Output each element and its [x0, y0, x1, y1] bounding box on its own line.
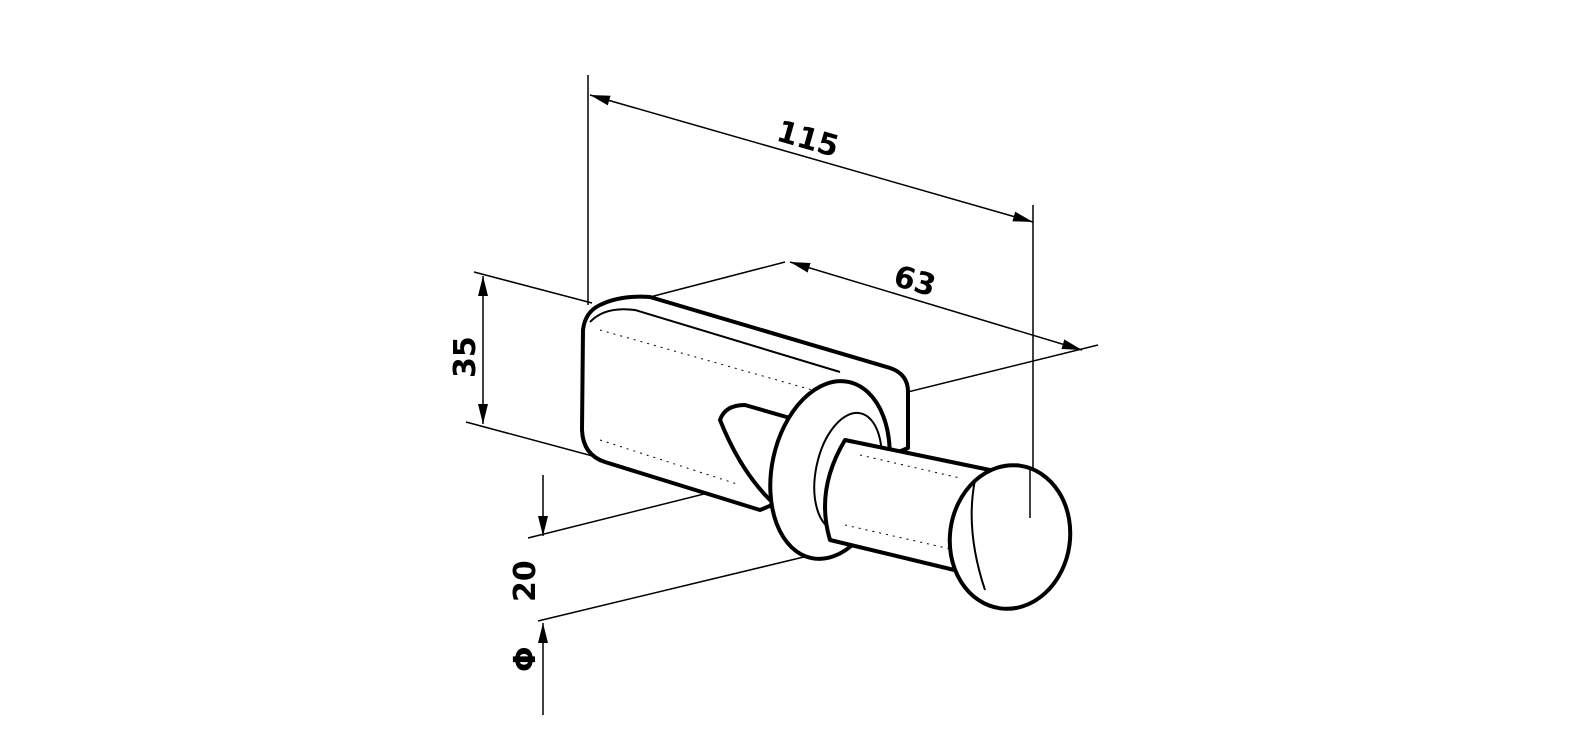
hook-knob: [947, 463, 1073, 611]
dim-label-20: 20: [508, 560, 543, 602]
dim-label-35: 35: [448, 336, 483, 378]
dim-63-line: [789, 261, 1083, 351]
dimension-lines: [478, 94, 1083, 715]
dim-label-115: 115: [773, 114, 843, 165]
diameter-symbol: Φ: [508, 646, 543, 672]
dim-115-line: [589, 94, 1034, 223]
dim-label-63: 63: [890, 259, 940, 304]
